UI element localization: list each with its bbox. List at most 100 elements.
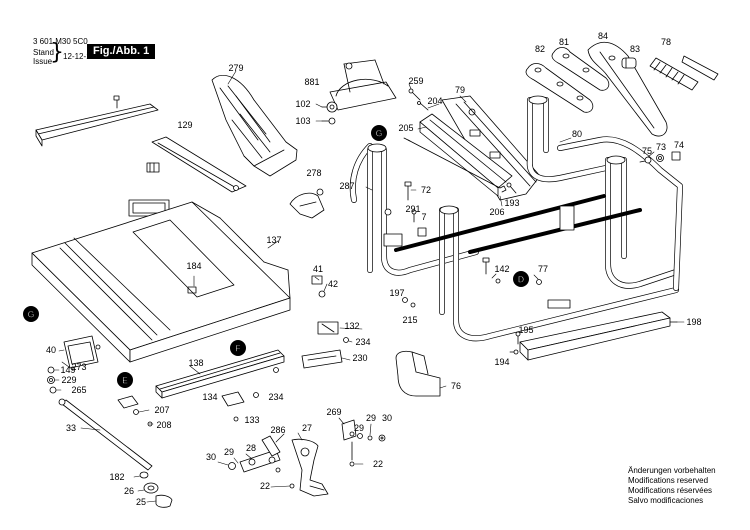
handle-bar-84 (587, 42, 668, 137)
part-labels: 279 881 102 103 259 79 204 205 82 81 84 … (46, 31, 702, 507)
part-81: 81 (559, 37, 569, 47)
part-83: 83 (630, 44, 640, 54)
part-75: 75 (642, 146, 652, 156)
part-182: 182 (109, 472, 124, 482)
screws-197-215 (402, 297, 416, 308)
bracket-269 (341, 419, 386, 467)
part-7: 7 (421, 212, 426, 222)
document-number: 3 601 M30 5C0 (33, 37, 88, 46)
part-205: 205 (398, 123, 413, 133)
part-41: 41 (313, 264, 323, 274)
small-plate (128, 199, 170, 217)
part-195: 195 (518, 325, 533, 335)
part-193: 193 (504, 198, 519, 208)
part-28: 28 (246, 443, 256, 453)
part-184: 184 (186, 261, 201, 271)
callout-g1: G (371, 125, 387, 141)
shaft-33 (58, 398, 153, 471)
svg-text:E: E (122, 376, 128, 386)
part-40: 40 (46, 345, 56, 355)
part-206: 206 (489, 207, 504, 217)
part-273: 273 (71, 362, 86, 372)
part-229: 229 (61, 375, 76, 385)
rail-138 (155, 349, 285, 399)
blade-guard-279 (211, 75, 298, 177)
knob-41-42 (311, 275, 326, 298)
callout-e: E (117, 372, 133, 388)
part-208: 208 (156, 420, 171, 430)
part-22-b: 22 (260, 481, 270, 491)
part-76: 76 (451, 381, 461, 391)
parts-182-26-25 (139, 471, 173, 508)
part-194: 194 (494, 357, 509, 367)
part-134-133 (221, 391, 259, 422)
part-278: 278 (306, 168, 321, 178)
label-230 (301, 349, 343, 369)
notice-fr: Modifications réservées (628, 486, 713, 495)
saw-table-137 (31, 201, 291, 363)
part-279: 279 (228, 63, 243, 73)
part-133: 133 (244, 415, 259, 425)
svg-text:G: G (375, 129, 382, 139)
bracket-278 (289, 188, 325, 219)
elbow-76 (395, 350, 441, 397)
screw-193 (506, 182, 517, 194)
part-77: 77 (538, 264, 548, 274)
part-82: 82 (535, 44, 545, 54)
part-132: 132 (344, 321, 359, 331)
part-33: 33 (66, 423, 76, 433)
lever-assembly-27-28-286 (228, 435, 329, 497)
callout-g2: G (23, 306, 39, 322)
part-881: 881 (304, 77, 319, 87)
block-207 (117, 395, 153, 427)
part-215: 215 (402, 315, 417, 325)
issue-label: Issue (33, 57, 53, 66)
part-103: 103 (295, 116, 310, 126)
callout-f: F (230, 340, 246, 356)
screws-142-77 (482, 257, 542, 285)
svg-text:G: G (27, 310, 34, 320)
spring-206 (403, 137, 507, 193)
part-142: 142 (494, 264, 509, 274)
screw-259 (408, 88, 421, 101)
part-134: 134 (202, 392, 217, 402)
part-102: 102 (295, 99, 310, 109)
part-26: 26 (124, 486, 134, 496)
miter-gauge-881 (321, 59, 397, 125)
washers-149-229-265 (47, 366, 57, 394)
part-207: 207 (154, 405, 169, 415)
part-198: 198 (686, 317, 701, 327)
modifications-notice: Änderungen vorbehalten Modifications res… (628, 466, 716, 506)
svg-text:F: F (235, 344, 241, 354)
part-291-7 (411, 209, 427, 237)
screw-194 (509, 349, 519, 355)
part-42: 42 (328, 279, 338, 289)
part-265: 265 (71, 385, 86, 395)
part-29-a: 29 (366, 413, 376, 423)
leader-lines (53, 70, 685, 503)
part-204: 204 (427, 96, 442, 106)
part-72: 72 (421, 185, 431, 195)
strap-81 (551, 47, 610, 91)
part-22-a: 22 (373, 459, 383, 469)
part-27: 27 (302, 423, 312, 433)
part-84: 84 (598, 31, 608, 41)
part-269: 269 (326, 407, 341, 417)
part-234-bottom: 234 (268, 392, 283, 402)
rear-rail (35, 95, 159, 147)
part-29-b: 29 (354, 423, 364, 433)
bosch-badge-40 (63, 335, 101, 369)
holder-205 (419, 113, 513, 197)
part-73: 73 (656, 142, 666, 152)
screw-195 (515, 331, 521, 345)
part-30-a: 30 (382, 413, 392, 423)
part-287: 287 (339, 181, 354, 191)
clip-part (146, 162, 160, 173)
part-79: 79 (455, 85, 465, 95)
part-197: 197 (389, 288, 404, 298)
part-230: 230 (352, 353, 367, 363)
part-129: 129 (177, 120, 192, 130)
callout-d: D (513, 271, 529, 287)
